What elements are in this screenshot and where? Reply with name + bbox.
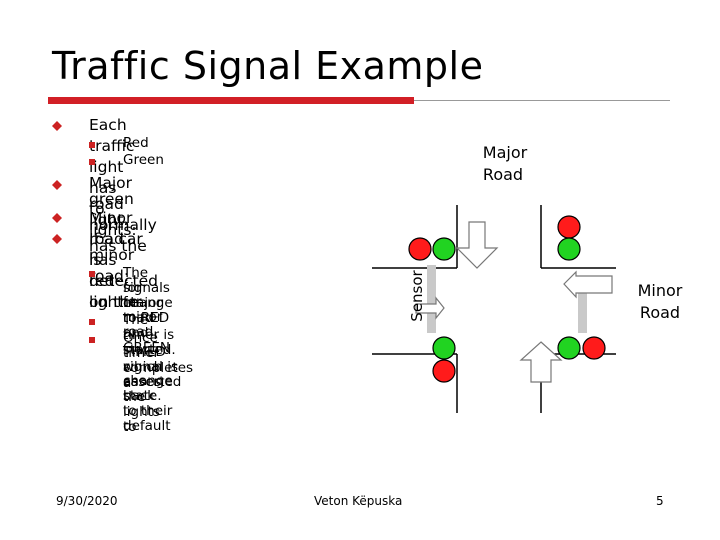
bullet-text: TIMED signal is asserted (123, 344, 182, 390)
bullet-text: Once timer completes a (123, 330, 194, 391)
arrow-down-icon (455, 221, 499, 269)
minor-road-label: Road (640, 303, 680, 322)
green-light-icon (432, 336, 456, 360)
bullet-text: state. (123, 388, 162, 404)
green-light-icon (432, 237, 456, 261)
footer-date: 9/30/2020 (56, 494, 118, 508)
square-bullet-icon (89, 271, 95, 277)
square-bullet-icon (89, 142, 95, 148)
major-road-label: Road (483, 165, 523, 184)
bullet-text: which cases the lights to (123, 359, 163, 435)
bullet-text: minor road: (89, 246, 135, 285)
page-number: 5 (656, 494, 664, 508)
sensor-strip (578, 288, 587, 333)
arrow-up-icon (519, 341, 563, 383)
red-light-icon (582, 336, 606, 360)
slide-title: Traffic Signal Example (52, 44, 484, 88)
title-underline-accent (48, 97, 414, 104)
sensor-label: Sensor (408, 269, 426, 321)
bullet-text: for minor road. (123, 294, 163, 340)
minor-road-label: Minor (638, 281, 683, 300)
bullet-text: Green (123, 152, 164, 168)
square-bullet-icon (89, 337, 95, 343)
arrow-left-icon (563, 270, 613, 299)
footer-author: Veton Këpuska (314, 494, 403, 508)
bullet-text: change back to their default (123, 373, 173, 434)
diamond-bullet-icon (52, 121, 62, 131)
square-bullet-icon (89, 319, 95, 325)
bullet-text: for major road and GREEN (123, 280, 170, 356)
bullet-text: Each traffic light has to lights: (89, 116, 137, 239)
bullet-text: The signals change to RED (123, 265, 173, 326)
red-light-icon (408, 237, 432, 261)
bullet-text: If a car is detected on the (89, 230, 158, 311)
sensor-strip (427, 265, 436, 333)
bullet-text: Minor road has red light. (89, 209, 133, 311)
diamond-bullet-icon (52, 180, 62, 190)
square-bullet-icon (89, 159, 95, 165)
diamond-bullet-icon (52, 234, 62, 244)
bullet-text: Red (123, 135, 149, 151)
bullet-text: Major road normally has the (89, 174, 157, 255)
bullet-text: green light. (89, 190, 134, 229)
green-light-icon (557, 237, 581, 261)
bullet-text: The timer is started. (123, 312, 176, 358)
title-underline-rule (414, 100, 670, 101)
major-road-label: Major (483, 143, 528, 162)
red-light-icon (557, 215, 581, 239)
diamond-bullet-icon (52, 213, 62, 223)
green-light-icon (557, 336, 581, 360)
red-light-icon (432, 359, 456, 383)
arrow-right-icon (415, 296, 445, 320)
